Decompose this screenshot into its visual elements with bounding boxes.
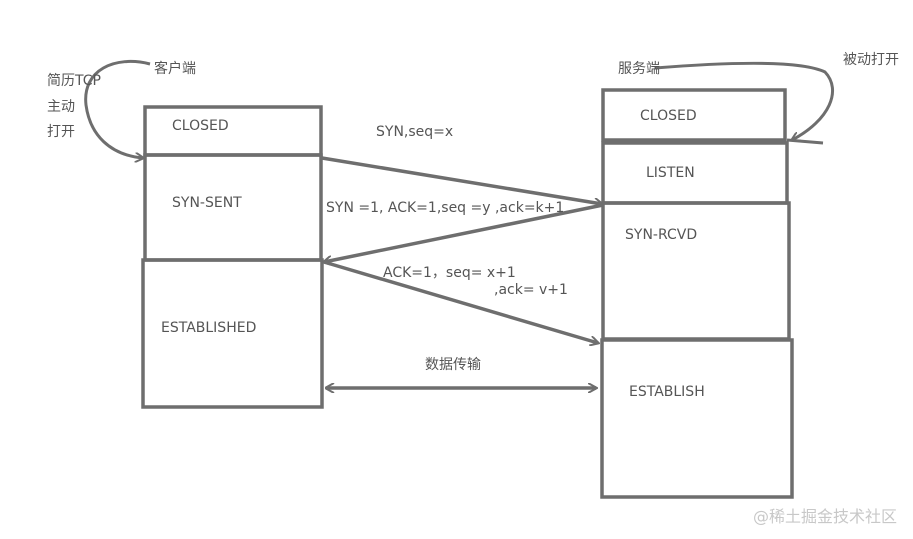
server-listen-box bbox=[601, 141, 789, 205]
client-note-line-1: 简历TCP bbox=[47, 73, 101, 89]
server-open-tail bbox=[786, 138, 824, 145]
server-state-syn-rcvd: SYN-RCVD bbox=[625, 227, 698, 243]
syn-message-label: SYN,seq=x bbox=[376, 124, 454, 140]
ack-message-label-line-2: ,ack= v+1 bbox=[494, 282, 568, 298]
client-note-line-3: 打开 bbox=[47, 124, 75, 140]
server-state-establish: ESTABLISH bbox=[629, 384, 705, 400]
ack-message-label-line-1: ACK=1，seq= x+1 bbox=[383, 265, 516, 281]
ack-arrow bbox=[323, 260, 598, 343]
server-syn-rcvd-box bbox=[601, 201, 791, 341]
server-state-closed: CLOSED bbox=[640, 108, 697, 124]
syn-ack-arrow bbox=[324, 203, 604, 262]
client-state-closed: CLOSED bbox=[172, 118, 229, 134]
watermark: @稀土掘金技术社区 bbox=[752, 507, 897, 526]
client-title: 客户端 bbox=[154, 61, 196, 77]
server-state-column bbox=[600, 88, 794, 499]
server-note: 被动打开 bbox=[843, 52, 899, 68]
client-state-column bbox=[141, 105, 324, 409]
syn-arrow bbox=[321, 156, 602, 204]
client-state-established: ESTABLISHED bbox=[161, 320, 257, 336]
server-title: 服务端 bbox=[618, 61, 660, 77]
data-transfer-label: 数据传输 bbox=[425, 357, 481, 373]
server-establish-box bbox=[600, 338, 794, 499]
client-open-curve bbox=[84, 59, 151, 158]
client-established-box bbox=[141, 258, 324, 409]
server-state-listen: LISTEN bbox=[646, 165, 695, 181]
syn-ack-message-label: SYN =1, ACK=1,seq =y ,ack=k+1 bbox=[326, 200, 565, 216]
server-closed-box bbox=[601, 88, 787, 142]
client-state-syn-sent: SYN-SENT bbox=[172, 195, 242, 211]
server-open-curve bbox=[654, 61, 834, 140]
client-note-line-2: 主动 bbox=[47, 99, 75, 115]
